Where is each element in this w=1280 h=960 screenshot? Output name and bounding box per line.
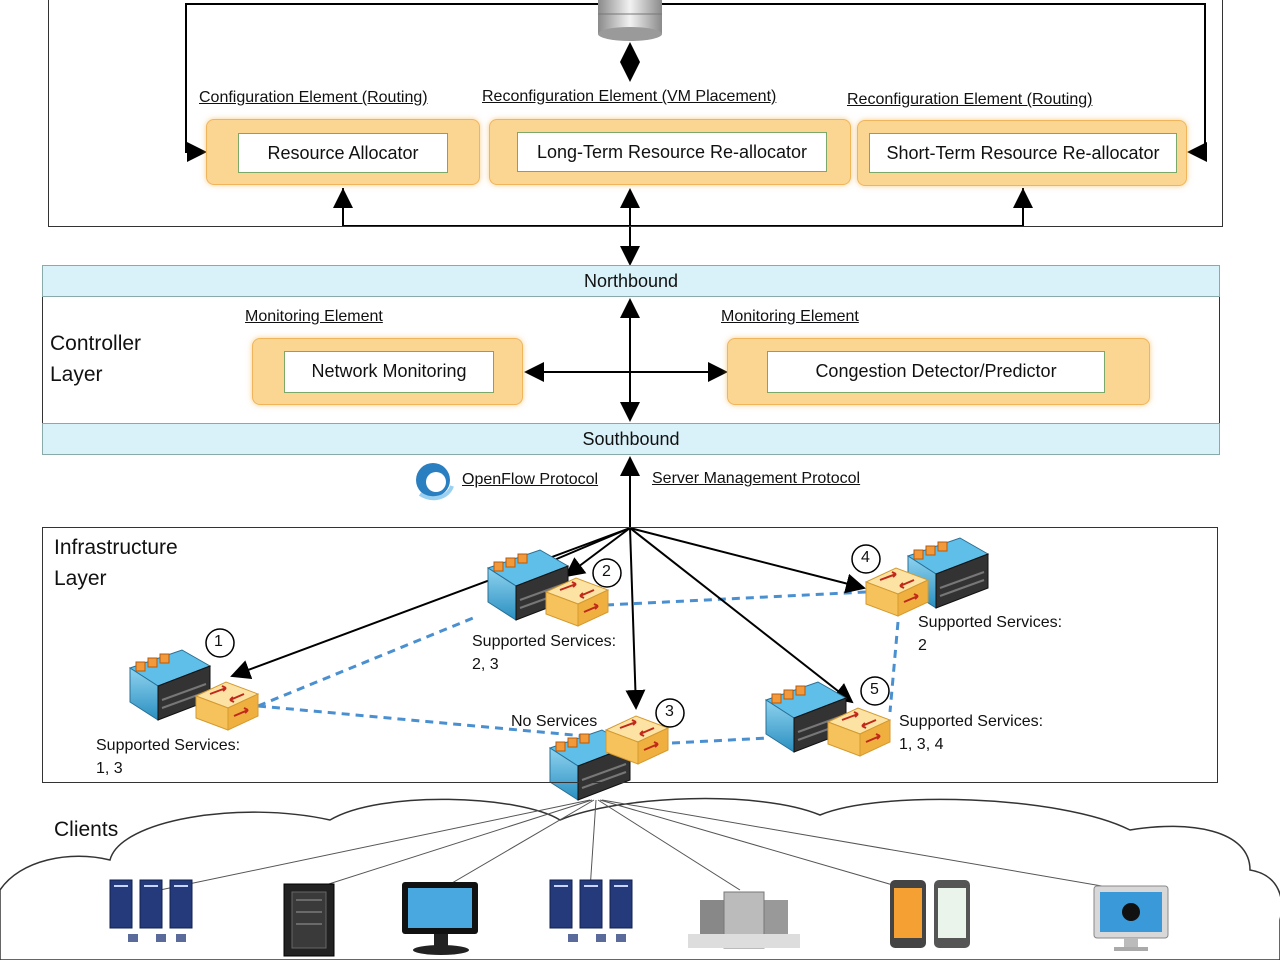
node-2-number: 2 <box>602 563 611 580</box>
data-plane-links <box>257 590 900 745</box>
node-3-services-title: No Services <box>511 713 598 730</box>
database-icon <box>598 0 662 41</box>
node-3-services: No Services <box>511 710 597 733</box>
node-2-services: Supported Services: 2, 3 <box>472 630 616 676</box>
node-5-services-title: Supported Services: <box>899 713 1044 730</box>
server-rack-icon <box>283 883 335 957</box>
vm-reconfig-label: Reconfiguration Element (VM Placement) <box>482 88 777 105</box>
infrastructure-layer-panel <box>42 527 1218 783</box>
node-2-services-title: Supported Services: <box>472 633 617 650</box>
control-links <box>230 527 866 710</box>
routing-reconfig-label: Reconfiguration Element (Routing) <box>847 91 1093 108</box>
node-1-services-title: Supported Services: <box>96 737 241 754</box>
openflow-protocol-label: OpenFlow Protocol <box>462 471 599 488</box>
application-layer-panel <box>48 0 1223 227</box>
server-management-protocol-label: Server Management Protocol <box>652 470 861 487</box>
node-1-number: 1 <box>214 633 223 650</box>
cloud-icon <box>0 797 1280 960</box>
monitoring-label-left: Monitoring Element <box>245 308 383 325</box>
network-monitoring-box[interactable]: Network Monitoring <box>284 351 494 393</box>
infrastructure-title-line2: Layer <box>54 567 107 590</box>
node-5-number: 5 <box>870 681 879 698</box>
node-4-number: 4 <box>861 549 870 566</box>
node-4-services-title: Supported Services: <box>918 614 1063 631</box>
node-number-circles <box>205 544 890 728</box>
southbound-band: Southbound <box>42 423 1220 455</box>
controller-title-line2: Layer <box>50 363 103 386</box>
openflow-logo-icon <box>416 463 454 501</box>
node-5-services-list: 1, 3, 4 <box>899 736 944 753</box>
short-term-reallocator-box[interactable]: Short-Term Resource Re-allocator <box>869 133 1177 173</box>
node-5-services: Supported Services: 1, 3, 4 <box>899 710 1043 756</box>
node-2-services-list: 2, 3 <box>472 656 499 673</box>
congestion-detector-box[interactable]: Congestion Detector/Predictor <box>767 351 1105 393</box>
northbound-band: Northbound <box>42 265 1220 297</box>
server-stack-icon <box>688 891 800 949</box>
node-1-services: Supported Services: 1, 3 <box>96 734 240 780</box>
controller-layer-title: Controller Layer <box>50 328 141 390</box>
node-3-number: 3 <box>665 703 674 720</box>
phone-icon <box>890 880 970 948</box>
node-4-services: Supported Services: 2 <box>918 611 1062 657</box>
controller-title-line1: Controller <box>50 332 142 355</box>
resource-allocator-box[interactable]: Resource Allocator <box>238 133 448 173</box>
routing-config-label: Configuration Element (Routing) <box>199 89 428 106</box>
node-1-services-list: 1, 3 <box>96 760 123 777</box>
node-4-services-list: 2 <box>918 637 927 654</box>
monitoring-label-right: Monitoring Element <box>721 308 859 325</box>
clients-title: Clients <box>54 818 119 841</box>
infrastructure-title-line1: Infrastructure <box>54 536 178 559</box>
client-links <box>159 799 1126 891</box>
controller-connectors <box>524 298 728 528</box>
monitor-icon <box>402 882 478 955</box>
infrastructure-layer-title: Infrastructure Layer <box>54 532 178 594</box>
imac-icon <box>1093 885 1169 951</box>
long-term-reallocator-box[interactable]: Long-Term Resource Re-allocator <box>517 132 827 172</box>
